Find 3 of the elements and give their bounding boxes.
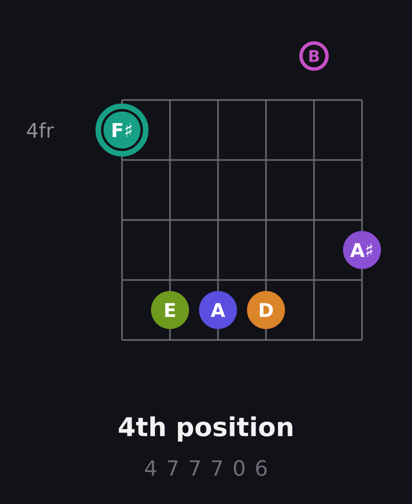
fret-number: 4fr — [26, 122, 54, 138]
chord-title: 4th position — [118, 416, 292, 442]
fingering-numbers: 4 7 7 7 0 6 — [145, 460, 267, 476]
